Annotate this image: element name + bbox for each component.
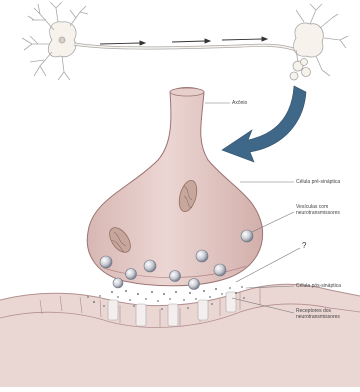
label-receptors-2: neurotransmissores bbox=[296, 314, 340, 320]
label-axonio: Axônio bbox=[232, 100, 247, 106]
neuron-right-body bbox=[290, 4, 348, 80]
postsynaptic-membrane bbox=[0, 284, 360, 387]
curved-arrow-icon bbox=[222, 86, 306, 162]
label-presynaptic-cell: Célula pré-sináptica bbox=[296, 179, 340, 185]
label-postsynaptic-cell: Célula pós-sináptica bbox=[296, 283, 341, 289]
arrow-right-icon bbox=[100, 37, 267, 45]
neuron-illustration bbox=[22, 2, 348, 80]
presynaptic-terminal bbox=[87, 88, 262, 286]
label-vesicles-2: neurotransmissores bbox=[296, 210, 340, 216]
neuron-cell-body bbox=[22, 2, 88, 80]
label-question-mark: ? bbox=[302, 241, 306, 250]
